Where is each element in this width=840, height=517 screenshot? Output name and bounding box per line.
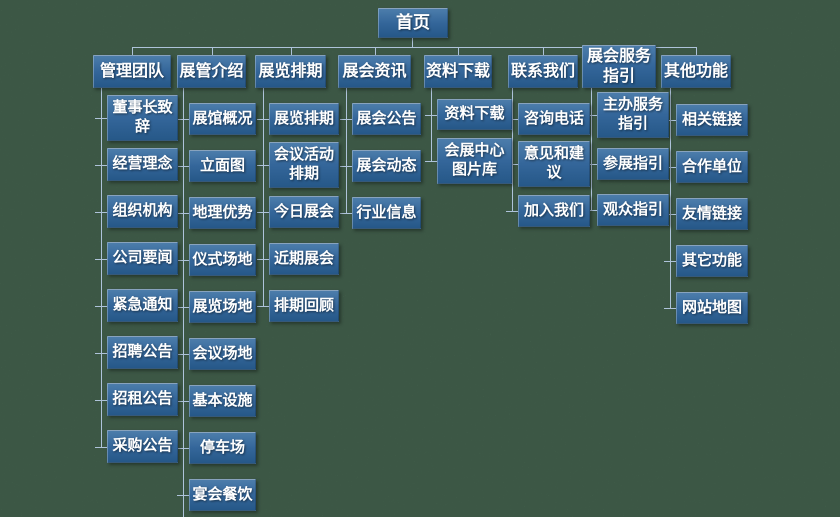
- child-node-0-7[interactable]: 采购公告: [107, 430, 178, 463]
- category-stub-line: [374, 47, 376, 55]
- child-node-0-2[interactable]: 组织机构: [107, 195, 178, 228]
- column-vline: [346, 88, 347, 213]
- child-node-5-0[interactable]: 咨询电话: [518, 103, 590, 135]
- category-stub-line: [543, 47, 544, 55]
- category-node-7[interactable]: 其他功能: [661, 55, 731, 88]
- child-tick-line: [506, 211, 518, 212]
- child-node-7-3[interactable]: 其它功能: [676, 245, 748, 277]
- child-node-3-0[interactable]: 展会公告: [352, 103, 421, 135]
- category-stub-line: [290, 47, 292, 55]
- child-node-1-3[interactable]: 仪式场地: [189, 244, 256, 276]
- category-node-6[interactable]: 展会服务 指引: [582, 45, 656, 88]
- child-tick-line: [664, 308, 676, 309]
- child-tick-line: [177, 260, 189, 261]
- child-node-0-6[interactable]: 招租公告: [107, 383, 178, 416]
- category-node-2[interactable]: 展览排期: [255, 55, 326, 88]
- category-stub-line: [211, 47, 213, 55]
- child-tick-line: [177, 354, 189, 355]
- column-vline: [431, 88, 432, 161]
- category-stub-line: [132, 47, 133, 55]
- child-node-0-1[interactable]: 经营理念: [107, 148, 178, 181]
- child-node-1-5[interactable]: 会议场地: [189, 338, 256, 370]
- child-node-4-1[interactable]: 会展中心 图片库: [437, 138, 512, 184]
- child-node-3-1[interactable]: 展会动态: [352, 150, 421, 182]
- child-tick-line: [95, 258, 107, 260]
- child-tick-line: [340, 119, 352, 120]
- child-tick-line: [95, 446, 107, 448]
- child-node-6-0[interactable]: 主办服务 指引: [597, 92, 669, 138]
- child-tick-line: [177, 213, 189, 214]
- child-tick-line: [257, 119, 269, 120]
- child-node-4-0[interactable]: 资料下载: [437, 99, 512, 130]
- child-node-6-1[interactable]: 参展指引: [597, 148, 669, 180]
- child-tick-line: [425, 161, 437, 162]
- child-node-1-1[interactable]: 立面图: [189, 150, 256, 182]
- child-node-1-0[interactable]: 展馆概况: [189, 103, 256, 135]
- child-node-1-6[interactable]: 基本设施: [189, 385, 256, 417]
- category-node-4[interactable]: 资料下载: [424, 55, 492, 88]
- child-node-7-1[interactable]: 合作单位: [676, 151, 748, 183]
- child-node-2-2[interactable]: 今日展会: [269, 196, 339, 228]
- child-tick-line: [664, 261, 676, 262]
- child-node-1-4[interactable]: 展览场地: [189, 291, 256, 323]
- child-tick-line: [95, 399, 107, 401]
- home-node[interactable]: 首页: [378, 8, 448, 38]
- child-tick-line: [177, 307, 189, 308]
- child-node-2-3[interactable]: 近期展会: [269, 243, 339, 275]
- child-tick-line: [257, 259, 269, 260]
- child-node-7-4[interactable]: 网站地图: [676, 292, 748, 324]
- child-tick-line: [340, 166, 352, 167]
- child-tick-line: [425, 114, 437, 116]
- child-node-0-0[interactable]: 董事长致 辞: [107, 95, 178, 141]
- child-node-0-5[interactable]: 招聘公告: [107, 336, 178, 369]
- child-node-2-0[interactable]: 展览排期: [269, 103, 339, 135]
- root-stub-line: [412, 38, 413, 47]
- child-node-2-4[interactable]: 排期回顾: [269, 290, 339, 322]
- child-tick-line: [95, 164, 107, 166]
- child-tick-line: [95, 305, 107, 307]
- child-tick-line: [340, 213, 352, 214]
- category-node-5[interactable]: 联系我们: [508, 55, 578, 88]
- column-vline: [670, 88, 671, 308]
- child-tick-line: [95, 211, 107, 213]
- category-stub-line: [696, 47, 697, 55]
- child-tick-line: [257, 212, 269, 213]
- category-node-1[interactable]: 展管介绍: [177, 55, 246, 88]
- column-vline: [512, 88, 513, 211]
- child-node-0-3[interactable]: 公司要闻: [107, 242, 178, 275]
- category-node-0[interactable]: 管理团队: [93, 55, 171, 88]
- child-node-5-2[interactable]: 加入我们: [518, 195, 590, 227]
- child-tick-line: [95, 352, 107, 354]
- child-node-1-7[interactable]: 停车场: [189, 432, 256, 464]
- category-stub-line: [458, 47, 459, 55]
- column-vline: [183, 88, 184, 517]
- child-node-7-0[interactable]: 相关链接: [676, 104, 748, 136]
- child-node-1-2[interactable]: 地理优势: [189, 197, 256, 229]
- child-tick-line: [177, 119, 189, 120]
- column-vline: [101, 88, 102, 447]
- child-node-0-4[interactable]: 紧急通知: [107, 289, 178, 322]
- column-vline: [591, 88, 592, 210]
- child-tick-line: [257, 306, 269, 307]
- child-node-2-1[interactable]: 会议活动 排期: [269, 142, 339, 188]
- child-tick-line: [257, 165, 269, 166]
- category-node-3[interactable]: 展会资讯: [338, 55, 411, 88]
- column-vline: [263, 88, 264, 306]
- child-tick-line: [177, 401, 189, 402]
- child-tick-line: [177, 166, 189, 167]
- child-tick-line: [177, 448, 189, 449]
- child-node-5-1[interactable]: 意见和建 议: [518, 141, 590, 187]
- child-node-7-2[interactable]: 友情链接: [676, 198, 748, 230]
- child-tick-line: [177, 495, 189, 496]
- child-node-6-2[interactable]: 观众指引: [597, 194, 669, 226]
- child-node-3-2[interactable]: 行业信息: [352, 197, 421, 229]
- child-tick-line: [95, 118, 107, 119]
- child-node-1-8[interactable]: 宴会餐饮: [189, 479, 256, 511]
